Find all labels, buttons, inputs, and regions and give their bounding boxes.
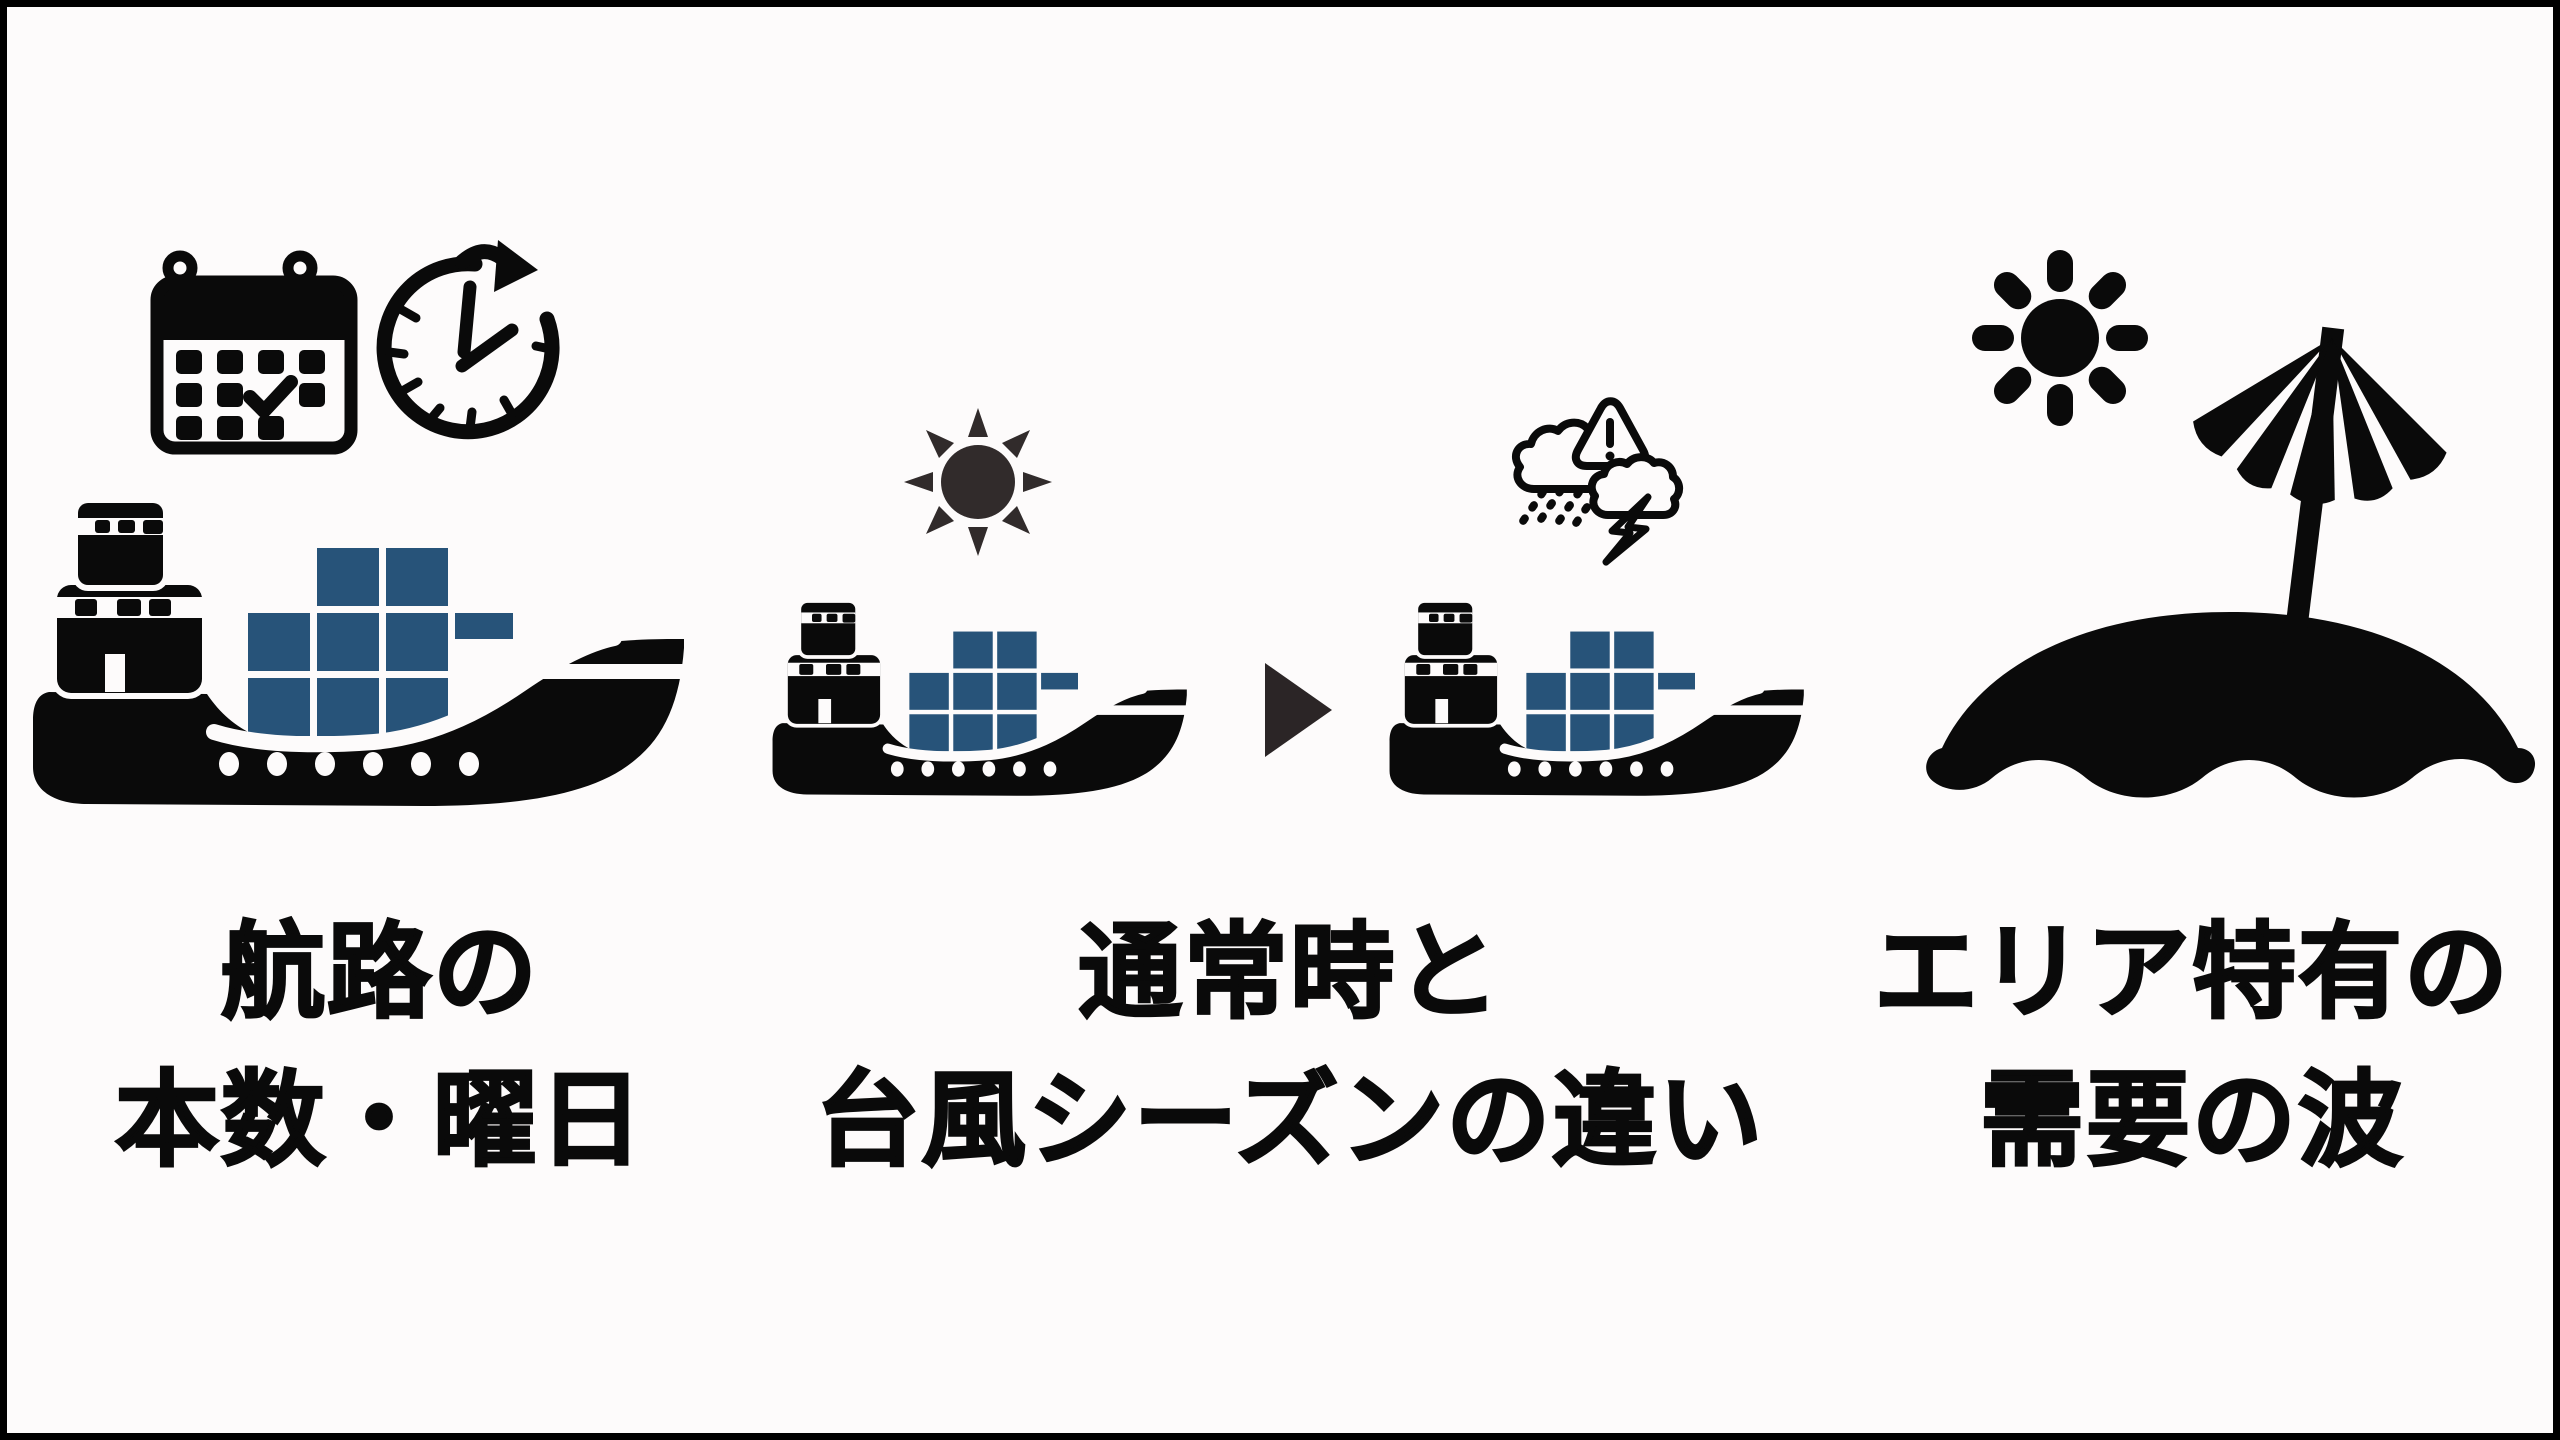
sun-icon — [904, 408, 1052, 556]
calendar-day — [217, 416, 243, 440]
sun-ray — [904, 472, 933, 492]
caption-season-line2: 台風シーズンの違い — [816, 1063, 1765, 1179]
calendar-body — [150, 275, 358, 455]
calendar-day — [176, 416, 202, 440]
thunder-cloud — [1587, 453, 1684, 519]
warning-exclamation-dot — [1605, 451, 1615, 461]
storm-warning-icon — [1512, 397, 1684, 566]
clock-icon — [376, 240, 560, 440]
sun-ray — [1023, 472, 1052, 492]
caption-demand-line1: エリア特有の — [1874, 915, 2510, 1031]
sun-ray — [1993, 366, 2032, 405]
lightning-bolt-icon — [1602, 493, 1652, 566]
umbrella-panel — [2193, 338, 2332, 457]
calendar-day — [217, 350, 243, 374]
umbrella-panel — [2332, 338, 2393, 501]
calendar-day — [258, 350, 284, 374]
beach-umbrella-icon — [2193, 326, 2447, 655]
clock-arrow-head — [494, 240, 538, 292]
sun-ray — [2106, 325, 2148, 351]
calendar-grid — [176, 350, 325, 440]
calendar-day — [258, 416, 284, 440]
sun-core — [2021, 299, 2099, 377]
umbrella-panel — [2290, 338, 2335, 505]
sun-ray — [2047, 384, 2073, 426]
sun-ray — [2088, 271, 2127, 310]
island-icon — [1926, 612, 2536, 798]
sun-ray — [926, 430, 954, 458]
sun-icon — [1972, 250, 2148, 426]
caption-routes-line1: 航路の — [221, 915, 539, 1031]
calendar-check-icon — [150, 250, 358, 455]
umbrella-panel — [2332, 338, 2447, 480]
caption-season-line1: 通常時と — [1078, 915, 1502, 1031]
umbrella-panel — [2236, 338, 2332, 489]
caption-demand-line2: 需要の波 — [1980, 1063, 2404, 1179]
sun-ray — [968, 527, 988, 556]
calendar-checkmark — [243, 375, 298, 418]
sun-ray — [1993, 271, 2032, 310]
sun-ray — [926, 506, 954, 534]
calendar-day — [176, 350, 202, 374]
sun-ray — [2088, 366, 2127, 405]
calendar-day — [299, 350, 325, 374]
panel-routes: 航路の 本数・曜日 — [33, 240, 689, 1180]
rain-cloud — [1512, 418, 1600, 493]
calendar-day — [299, 383, 325, 407]
calendar-header — [157, 282, 351, 340]
calendar-day — [217, 383, 243, 407]
sun-ray — [968, 408, 988, 437]
umbrella-canopy — [2193, 338, 2447, 505]
clock-hour-hand — [455, 323, 519, 373]
sun-ray — [1002, 506, 1030, 534]
clock-face-ring — [376, 256, 560, 440]
clock-minute-hand — [457, 280, 477, 359]
sun-core — [941, 445, 1015, 519]
sun-ray — [2047, 250, 2073, 292]
sun-rays — [1972, 250, 2148, 426]
caption-routes-line2: 本数・曜日 — [115, 1063, 645, 1179]
panel-area-demand: エリア特有の 需要の波 — [1873, 250, 2536, 1180]
clock-ticks — [384, 305, 555, 433]
sun-ray — [1002, 430, 1030, 458]
panel-typhoon-season: 通常時と 台風シーズンの違い — [773, 397, 1807, 1180]
sun-ray — [1972, 325, 2014, 351]
calendar-day — [176, 383, 202, 407]
arrow-right-icon — [1265, 663, 1332, 757]
